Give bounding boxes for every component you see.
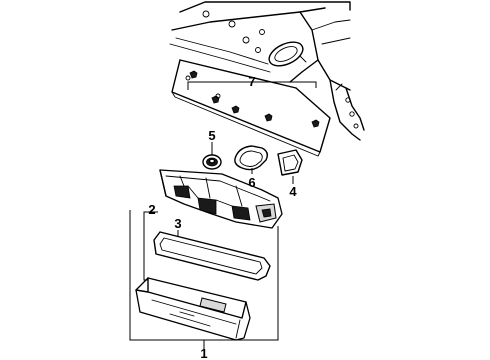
callout-7: 7	[248, 74, 255, 89]
callout-5: 5	[208, 128, 215, 143]
leader-lines	[129, 81, 317, 350]
callout-4: 4	[289, 184, 297, 199]
callout-2: 2	[148, 202, 155, 217]
callout-3: 3	[174, 216, 181, 231]
tail-panel	[171, 59, 331, 157]
lens-gasket	[153, 231, 271, 281]
callout-6: 6	[248, 175, 255, 190]
lamp-housing	[159, 169, 283, 229]
bulb-socket	[202, 154, 222, 170]
callout-1: 1	[200, 346, 207, 360]
socket-gasket	[277, 149, 303, 176]
tail-lamp-lens	[135, 277, 251, 341]
socket-seal	[234, 145, 269, 171]
callout-labels: 7 5 6 4 2 3 1	[148, 74, 297, 360]
vehicle-body-panel	[169, 1, 365, 141]
clip-fasteners	[185, 70, 320, 128]
